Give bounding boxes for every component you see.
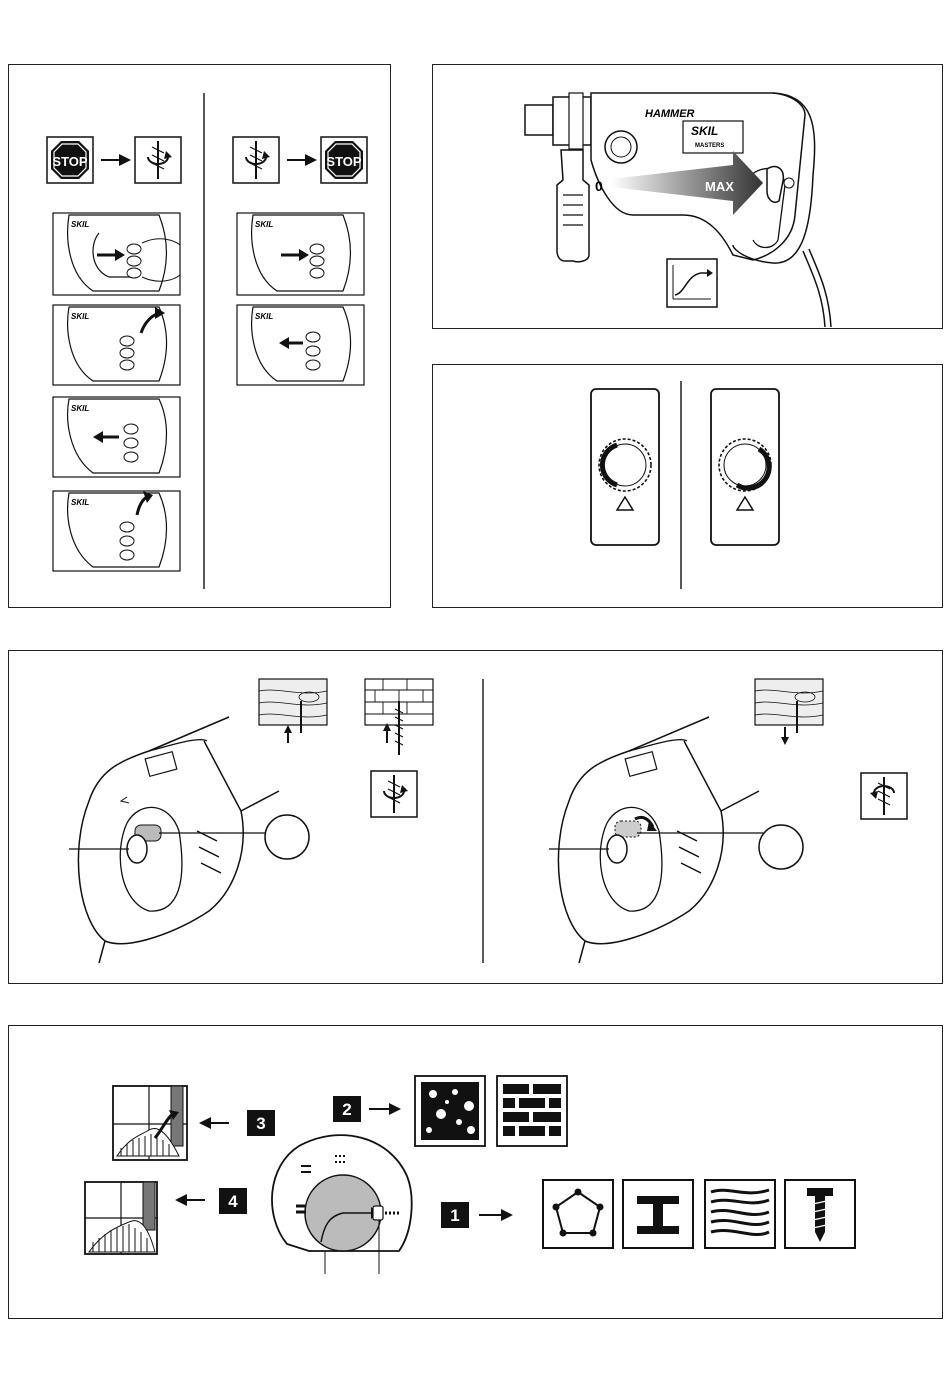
tile-removal-icon xyxy=(85,1182,157,1254)
speed-control-panel: HAMMER SKIL MASTERS 0 MAX xyxy=(432,64,943,329)
tool-handle-left xyxy=(69,717,309,963)
rotation-right-icon xyxy=(371,771,417,817)
hammer-label: HAMMER xyxy=(645,108,695,120)
wood-screw-out-icon xyxy=(755,679,823,745)
wood-screw-icon xyxy=(259,679,327,743)
direction-switch-panel xyxy=(8,650,943,984)
callout-circle xyxy=(265,815,309,859)
mode-badge-3: 3 xyxy=(247,1110,275,1136)
speed-curve-icon xyxy=(667,259,717,307)
arrow-right-icon xyxy=(369,1103,401,1115)
svg-text:SKIL: SKIL xyxy=(71,498,89,507)
speed-max-label: MAX xyxy=(705,179,734,194)
brand-label: SKIL xyxy=(691,124,718,138)
screw-icon xyxy=(785,1180,855,1248)
wood-grain-icon xyxy=(705,1180,775,1248)
svg-text:4: 4 xyxy=(228,1192,238,1211)
svg-text:3: 3 xyxy=(256,1114,265,1133)
svg-text:SKIL: SKIL xyxy=(71,312,89,321)
sub-brand-label: MASTERS xyxy=(695,143,724,149)
speed-min-label: 0 xyxy=(595,178,603,194)
trigger-step-release-2: SKIL xyxy=(237,305,364,385)
trigger-step-3: SKIL xyxy=(53,397,180,477)
brick-drill-icon xyxy=(365,679,433,755)
metal-beam-icon xyxy=(623,1180,693,1248)
mode-selector-figure: 3 2 xyxy=(9,1026,942,1318)
stop-label: STOP xyxy=(52,154,87,169)
mode-selector-panel: 3 2 xyxy=(8,1025,943,1319)
speed-knob-panel xyxy=(432,364,943,608)
arrow-right-icon xyxy=(287,154,317,166)
mode-badge-2: 2 xyxy=(333,1096,361,1122)
concrete-icon xyxy=(415,1076,485,1146)
direction-switch-figure xyxy=(9,651,942,983)
svg-text:1: 1 xyxy=(450,1206,459,1225)
rotation-drill-icon xyxy=(233,137,279,183)
svg-text:SKIL: SKIL xyxy=(71,220,89,229)
speed-knob-figure xyxy=(433,365,942,607)
brick-wall-icon xyxy=(497,1076,567,1146)
mode-badge-1: 1 xyxy=(441,1202,469,1228)
switch-sequence-panel: STOP STOP xyxy=(8,64,391,608)
svg-text:SKIL: SKIL xyxy=(255,220,273,229)
trigger-step-1: SKIL xyxy=(53,213,180,295)
stop-label: STOP xyxy=(326,154,361,169)
stop-sign-icon: STOP xyxy=(321,137,367,183)
trigger-step-4: SKIL xyxy=(53,491,180,571)
svg-text:2: 2 xyxy=(342,1100,351,1119)
chisel-tile-icon xyxy=(113,1086,187,1160)
hammer-drill-figure: HAMMER SKIL MASTERS 0 MAX xyxy=(433,65,942,328)
callout-circle xyxy=(759,825,803,869)
mode-badge-4: 4 xyxy=(219,1188,247,1214)
trigger-step-2: SKIL xyxy=(53,305,180,385)
rotation-drill-icon xyxy=(135,137,181,183)
tool-handle-right xyxy=(549,717,803,963)
switch-sequence-figure: STOP STOP xyxy=(9,65,390,607)
knob-high-setting xyxy=(711,389,779,545)
stop-sign-icon: STOP xyxy=(47,137,93,183)
mode-selector-dial xyxy=(272,1135,412,1274)
arrow-left-icon xyxy=(199,1117,229,1129)
plastic-icon xyxy=(543,1180,613,1248)
trigger-step-release-1: SKIL xyxy=(237,213,364,295)
arrow-right-icon xyxy=(479,1209,513,1221)
arrow-left-icon xyxy=(175,1194,205,1206)
svg-text:SKIL: SKIL xyxy=(255,312,273,321)
rotation-left-icon xyxy=(861,773,907,819)
svg-text:SKIL: SKIL xyxy=(71,404,89,413)
arrow-right-icon xyxy=(101,154,131,166)
knob-low-setting xyxy=(591,389,659,545)
